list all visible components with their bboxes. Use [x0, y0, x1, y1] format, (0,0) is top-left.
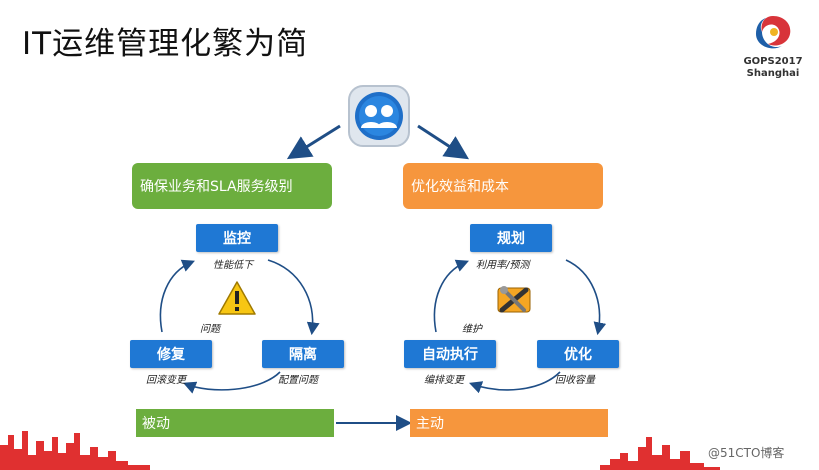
- active-bar: 主动: [410, 409, 608, 437]
- node-monitor: 监控: [196, 224, 278, 252]
- page-title: IT运维管理化繁为简: [22, 26, 309, 62]
- right-banner-label: 优化效益和成本: [411, 179, 509, 195]
- right-cycle-arrow-3: [433, 259, 469, 333]
- left-cycle-arrow-2: [183, 371, 281, 394]
- node-optimize: 优化: [537, 340, 619, 368]
- watermark: @51CTO博客: [708, 446, 785, 460]
- node-repair-label: 修复: [157, 347, 185, 363]
- warning-icon: [217, 280, 257, 316]
- skyline-right: [600, 437, 720, 470]
- node-isolate-label: 隔离: [289, 347, 317, 363]
- arrow-to-left-banner: [286, 124, 341, 160]
- note-isolate: 配置问题: [278, 375, 318, 386]
- gops-logo: GOPS2017 Shanghai: [738, 12, 808, 90]
- left-cycle-arrow-1: [267, 259, 320, 336]
- logo-line2: Shanghai: [746, 68, 800, 79]
- node-automate: 自动执行: [404, 340, 496, 368]
- node-repair: 修复: [130, 340, 212, 368]
- note-repair: 回滚变更: [146, 375, 186, 386]
- note-problem: 问题: [200, 324, 220, 335]
- passive-bar: 被动: [136, 409, 334, 437]
- node-monitor-label: 监控: [223, 231, 251, 247]
- tools-icon: [494, 282, 534, 318]
- logo-line1: GOPS2017: [743, 56, 803, 67]
- left-banner: 确保业务和SLA服务级别: [132, 163, 332, 209]
- passive-label: 被动: [142, 416, 170, 432]
- node-isolate: 隔离: [262, 340, 344, 368]
- node-plan: 规划: [470, 224, 552, 252]
- note-maintain: 维护: [462, 324, 482, 335]
- skyline-left: [0, 431, 150, 470]
- note-monitor: 性能低下: [213, 260, 253, 271]
- active-label: 主动: [416, 416, 444, 432]
- right-cycle-arrow-2: [468, 371, 561, 394]
- left-cycle-arrow-3: [159, 259, 195, 333]
- note-automate: 编排变更: [424, 375, 464, 386]
- node-plan-label: 规划: [497, 231, 525, 247]
- node-optimize-label: 优化: [564, 347, 592, 363]
- gops-logo-icon: [756, 16, 791, 49]
- note-plan: 利用率/预测: [476, 260, 530, 271]
- right-banner: 优化效益和成本: [403, 163, 603, 209]
- users-icon: [347, 84, 411, 148]
- node-automate-label: 自动执行: [422, 347, 478, 363]
- left-banner-label: 确保业务和SLA服务级别: [140, 179, 293, 195]
- note-optimize: 回收容量: [555, 375, 595, 386]
- arrow-to-right-banner: [417, 124, 470, 160]
- right-cycle-arrow-1: [565, 259, 607, 336]
